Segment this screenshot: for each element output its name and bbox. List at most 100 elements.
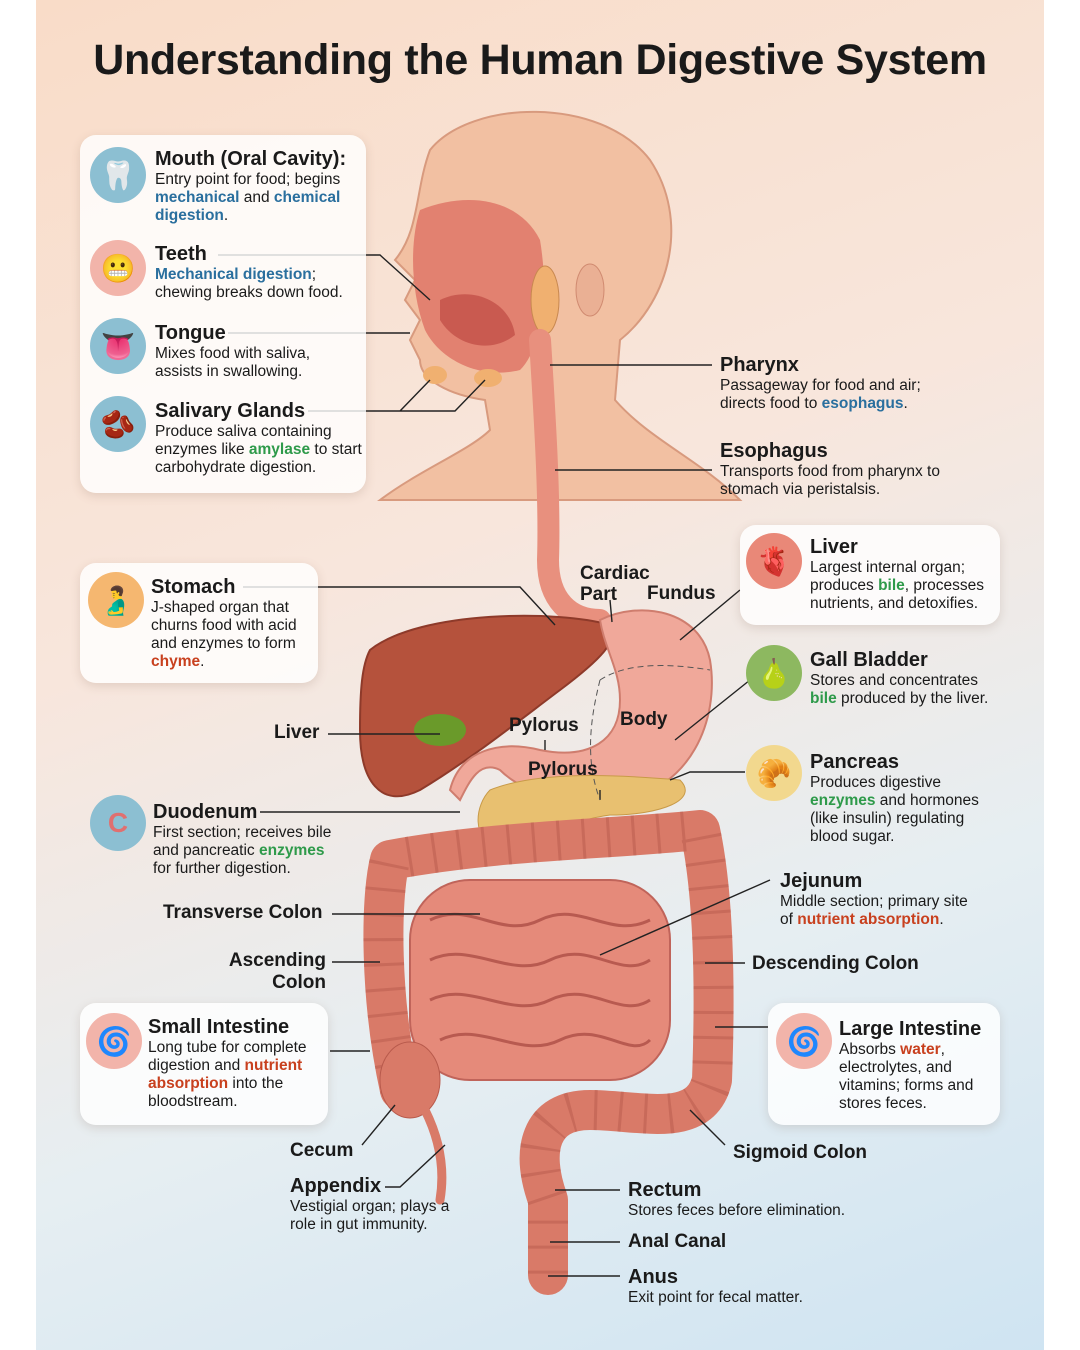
label-description: Vestigial organ; plays a role in gut imm… bbox=[290, 1198, 465, 1234]
description-text: produced by the liver. bbox=[836, 690, 989, 707]
label-description: Passageway for food and air; directs foo… bbox=[720, 377, 950, 413]
label-description: Stores and concentrates bile produced by… bbox=[810, 672, 1000, 708]
description-text: to start carbohydrate digestion. bbox=[155, 441, 362, 476]
label-description: Entry point for food; begins mechanical … bbox=[155, 171, 360, 225]
stomach-icon: 🫃 bbox=[88, 572, 144, 628]
label-title: Mouth (Oral Cavity): bbox=[155, 148, 347, 170]
description-text: J-shaped organ that churns food with aci… bbox=[151, 599, 297, 652]
description-text: First section; receives bile and pancrea… bbox=[153, 824, 332, 859]
cecum-shape bbox=[379, 1041, 441, 1119]
highlighted-term: Mechanical digestion bbox=[155, 266, 312, 283]
description-text: Stores and concentrates bbox=[810, 672, 979, 689]
highlighted-term: amylase bbox=[248, 441, 311, 458]
description-text: and bbox=[239, 189, 274, 206]
description-text: , electrolytes, and vitamins; forms and … bbox=[839, 1041, 974, 1112]
label-title: Gall Bladder bbox=[810, 649, 928, 671]
description-text: Exit point for fecal matter. bbox=[628, 1289, 803, 1306]
label-title: Tongue bbox=[155, 322, 226, 344]
highlighted-term: bile bbox=[878, 577, 905, 594]
description-text: . bbox=[200, 653, 205, 670]
description-text: into the bloodstream. bbox=[148, 1075, 284, 1110]
label-title: Appendix bbox=[290, 1175, 382, 1197]
tongue-icon: 👅 bbox=[90, 318, 146, 374]
label-title: Large Intestine bbox=[839, 1018, 982, 1040]
description-text: Largest internal organ; produces bbox=[810, 559, 966, 594]
label-description: Exit point for fecal matter. bbox=[628, 1289, 888, 1307]
tag-pylorus: Pylorus bbox=[509, 715, 579, 736]
label-title: Pharynx bbox=[720, 354, 799, 376]
page-title: Understanding the Human Digestive System bbox=[93, 36, 987, 84]
esophagus-tube bbox=[529, 329, 611, 631]
description-text: Mixes food with saliva, assists in swall… bbox=[155, 345, 311, 380]
highlighted-term: esophagus bbox=[821, 395, 904, 412]
tag-cardiac-part: Cardiac Part bbox=[580, 563, 650, 605]
teeth-icon: 😬 bbox=[90, 240, 146, 296]
gall-bladder-shape bbox=[414, 714, 466, 746]
description-text: ; chewing breaks down food. bbox=[155, 266, 343, 301]
description-text: Stores feces before elimination. bbox=[628, 1202, 846, 1219]
label-title: Stomach bbox=[151, 576, 236, 598]
highlighted-term: enzymes bbox=[810, 792, 876, 809]
label-description: Mechanical digestion; chewing breaks dow… bbox=[155, 266, 360, 302]
description-text: Passageway for food and air; directs foo… bbox=[720, 377, 921, 412]
description-text: Middle section; primary site of bbox=[780, 893, 968, 928]
tooth-icon: 🦷 bbox=[90, 147, 146, 203]
label-mouth: Mouth (Oral Cavity):Entry point for food… bbox=[155, 147, 360, 225]
description-text: Produce saliva containing enzymes like bbox=[155, 423, 332, 458]
label-description: Largest internal organ; produces bile, p… bbox=[810, 559, 995, 613]
description-text: and hormones (like insulin) regulating b… bbox=[810, 792, 979, 845]
duodenum-icon: C bbox=[90, 795, 146, 851]
tag-sigmoid-colon: Sigmoid Colon bbox=[733, 1142, 868, 1163]
label-description: Produce saliva containing enzymes like a… bbox=[155, 423, 365, 477]
pancreas-icon: 🥐 bbox=[746, 745, 802, 801]
appendix-shape bbox=[420, 1105, 447, 1205]
highlighted-term: mechanical bbox=[155, 189, 240, 206]
highlighted-term: nutrient absorption bbox=[148, 1057, 303, 1092]
tag-body: Body bbox=[620, 709, 668, 730]
tag-cecum: Cecum bbox=[290, 1140, 354, 1161]
label-description: First section; receives bile and pancrea… bbox=[153, 824, 343, 878]
label-title: Duodenum bbox=[153, 801, 258, 823]
label-title: Teeth bbox=[155, 243, 207, 265]
description-text: . bbox=[903, 395, 908, 412]
description-text: . bbox=[223, 207, 229, 224]
description-text: Transports food from pharynx to stomach … bbox=[720, 463, 940, 498]
liver-shape bbox=[358, 614, 614, 798]
label-description: J-shaped organ that churns food with aci… bbox=[151, 599, 311, 671]
tag-ascending-colon: Ascending Colon bbox=[228, 950, 326, 993]
small-intestine-icon: 🌀 bbox=[86, 1013, 142, 1069]
liver-icon: 🫀 bbox=[746, 533, 802, 589]
gall-bladder-icon: 🍐 bbox=[746, 645, 802, 701]
highlighted-term: water bbox=[900, 1041, 941, 1058]
label-description: Middle section; primary site of nutrient… bbox=[780, 893, 980, 929]
label-title: Jejunum bbox=[780, 870, 863, 892]
large-intestine-icon: 🌀 bbox=[776, 1013, 832, 1069]
label-title: Salivary Glands bbox=[155, 400, 306, 422]
description-text: Entry point for food; begins bbox=[155, 171, 341, 188]
highlighted-term: enzymes bbox=[259, 842, 325, 859]
label-description: Produces digestive enzymes and hormones … bbox=[810, 774, 990, 846]
label-title: Anus bbox=[628, 1266, 678, 1288]
description-text: . bbox=[939, 911, 944, 928]
small-intestine-coils bbox=[409, 879, 671, 1081]
tag-fundus: Fundus bbox=[647, 583, 716, 604]
highlighted-term: chemical digestion bbox=[155, 189, 341, 224]
description-text: , processes nutrients, and detoxifies. bbox=[810, 577, 985, 612]
description-text: for further digestion. bbox=[153, 860, 291, 877]
label-title: Pancreas bbox=[810, 751, 899, 773]
label-description: Absorbs water, electrolytes, and vitamin… bbox=[839, 1041, 989, 1113]
description-text: Produces digestive bbox=[810, 774, 941, 791]
tag-transverse-colon: Transverse Colon bbox=[163, 902, 323, 923]
